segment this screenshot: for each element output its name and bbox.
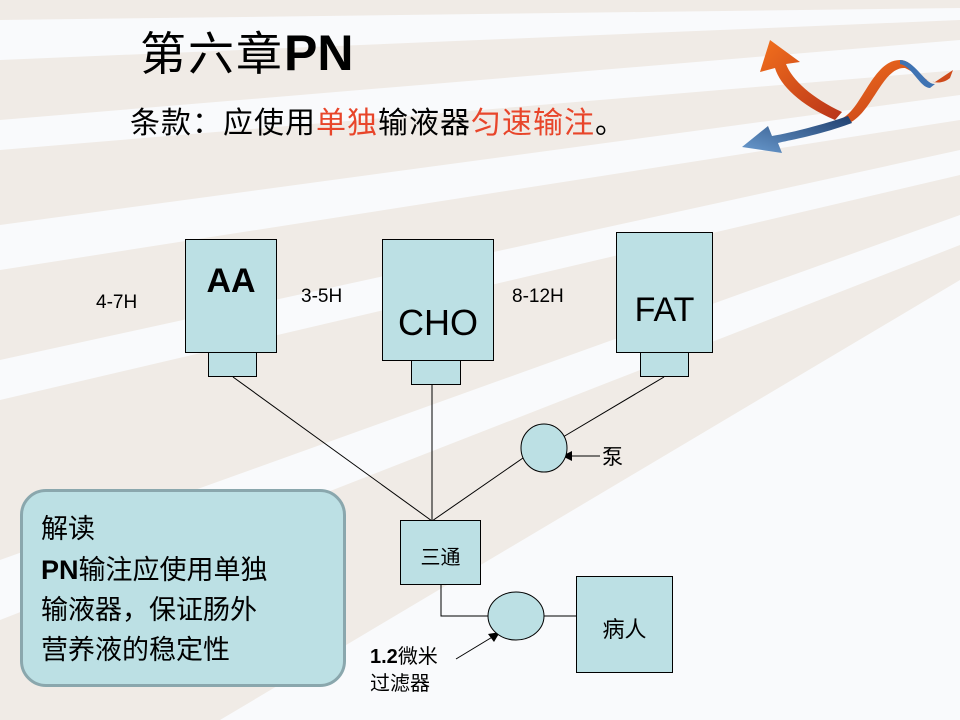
title-chinese: 第六章: [140, 27, 284, 81]
interpretation-note: 解读 PN输注应使用单独 输液器，保证肠外 营养液的稳定性: [20, 489, 346, 687]
fat-bag: FAT: [616, 232, 713, 353]
filter-label: 1.2微米 过滤器: [370, 643, 438, 696]
filter-label-unit: 微米: [397, 644, 438, 668]
cho-bag-label: CHO: [398, 302, 478, 343]
fat-duration-label: 8-12H: [512, 286, 564, 307]
filter-label-size: 1.2: [370, 646, 398, 668]
aa-bag-port: [208, 352, 257, 377]
page-title: 第六章PN: [140, 18, 353, 84]
note-line1: 输注应使用单独: [78, 555, 268, 586]
pump-label: 泵: [602, 445, 623, 469]
aa-bag: AA: [185, 239, 277, 353]
note-heading: 解读: [41, 514, 95, 545]
stripe: [0, 20, 960, 120]
filter-label-name: 过滤器: [370, 671, 430, 695]
three-way-connector-label: 三通: [420, 545, 461, 569]
note-line1-latin: PN: [41, 555, 79, 585]
three-way-connector: 三通: [400, 520, 481, 585]
fat-bag-port: [640, 352, 689, 377]
stripe: [0, 70, 960, 225]
aa-duration-label: 4-7H: [96, 292, 138, 313]
patient-box: 病人: [576, 576, 673, 673]
clause-prefix: 条款：应使用: [130, 106, 316, 141]
clause-suffix: 。: [595, 106, 626, 141]
cho-duration-label: 3-5H: [301, 286, 343, 307]
title-latin: PN: [284, 25, 354, 81]
fat-bag-label: FAT: [634, 291, 695, 329]
arrows-logo-icon: [742, 40, 953, 153]
patient-label: 病人: [602, 618, 647, 643]
clause-highlight-single: 单独: [316, 106, 378, 141]
note-line2: 输液器，保证肠外: [41, 595, 257, 626]
cho-bag: CHO: [382, 239, 494, 361]
clause-highlight-uniform-rate: 匀速输注: [471, 106, 595, 141]
aa-bag-label: AA: [206, 262, 256, 300]
clause-middle: 输液器: [378, 106, 471, 141]
cho-bag-port: [411, 360, 461, 385]
stripe: [0, 0, 960, 20]
clause-text: 条款：应使用单独输液器匀速输注。: [130, 98, 626, 142]
note-line3: 营养液的稳定性: [41, 635, 230, 666]
